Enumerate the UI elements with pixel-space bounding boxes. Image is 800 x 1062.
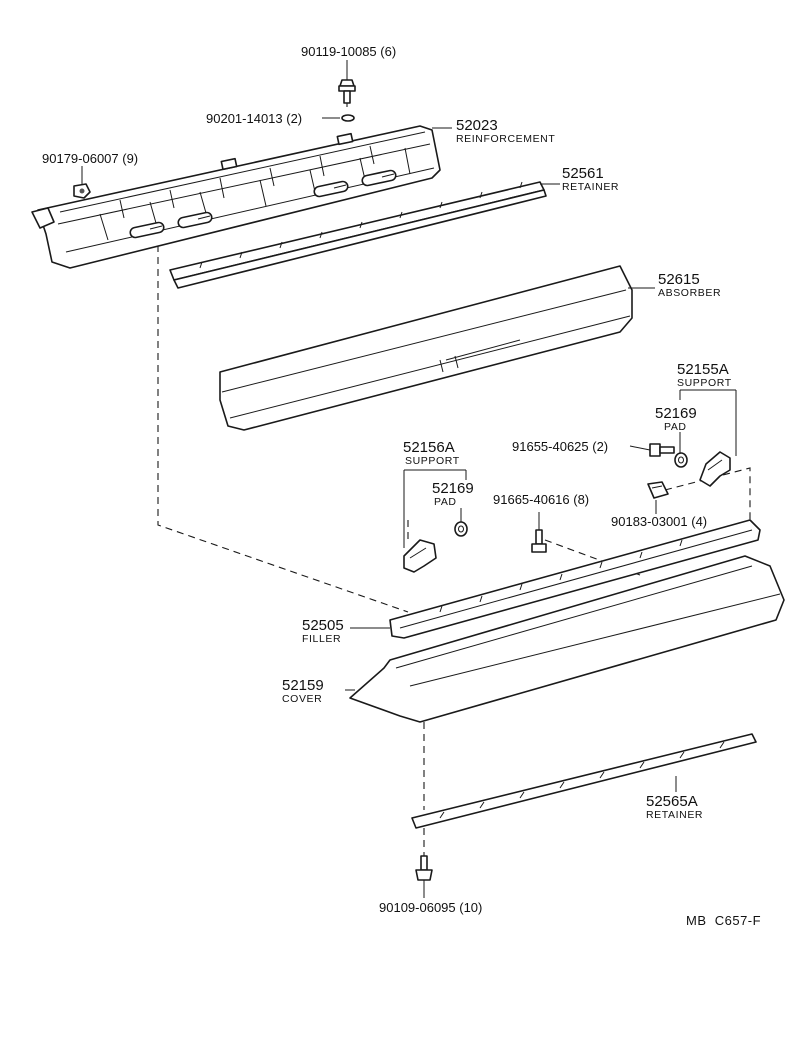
retainer-lower-name: RETAINER	[646, 809, 703, 821]
retainer-upper-number: 52561	[562, 165, 604, 182]
reinforcement-name: REINFORCEMENT	[456, 133, 555, 145]
retainer-upper-name: RETAINER	[562, 181, 619, 193]
filler-name: FILLER	[302, 633, 341, 645]
clip-right-part	[647, 481, 669, 499]
pad-left-number: 52169	[432, 480, 474, 497]
nut-left-number: 90179-06007 (9)	[42, 151, 138, 166]
absorber-part	[219, 265, 633, 431]
cover-name: COVER	[282, 693, 322, 705]
bolt-mid-number: 91665-40616 (8)	[493, 492, 589, 507]
assembly-dashed-lines	[157, 100, 751, 858]
retainer-lower-part	[411, 733, 757, 829]
cover-part	[349, 555, 785, 723]
support-right-part	[699, 451, 731, 487]
pad-right-number: 52169	[655, 405, 697, 422]
pad-left-name: PAD	[434, 496, 457, 508]
filler-number: 52505	[302, 617, 344, 634]
washer-top-number: 90201-14013 (2)	[206, 111, 302, 126]
bolt-bottom-part	[415, 855, 433, 881]
support-left-number: 52156A	[403, 439, 455, 456]
pad-right-part	[674, 452, 688, 468]
bolt-bottom-number: 90109-06095 (10)	[379, 900, 482, 915]
bolt-right-part	[649, 443, 675, 457]
pad-right-name: PAD	[664, 421, 687, 433]
retainer-lower-number: 52565A	[646, 793, 698, 810]
cover-number: 52159	[282, 677, 324, 694]
absorber-number: 52615	[658, 271, 700, 288]
clip-right-number: 90183-03001 (4)	[611, 514, 707, 529]
support-right-number: 52155A	[677, 361, 729, 378]
reinforcement-number: 52023	[456, 117, 498, 134]
bolt-top-number: 90119-10085 (6)	[301, 44, 396, 59]
reinforcement-part	[31, 125, 441, 269]
bolt-mid-part	[531, 529, 547, 553]
callout-labels: 90119-10085 (6) 90201-14013 (2) 52023 RE…	[42, 44, 761, 928]
bolt-top-part	[338, 79, 356, 104]
absorber-name: ABSORBER	[658, 287, 721, 299]
washer-top-part	[341, 114, 355, 122]
support-left-part	[403, 539, 437, 573]
nut-left-part	[73, 183, 91, 199]
leader-lines	[81, 60, 737, 898]
filler-part	[389, 519, 761, 639]
pad-left-part	[454, 521, 468, 537]
support-left-name: SUPPORT	[405, 455, 460, 467]
retainer-upper-part	[169, 181, 547, 289]
support-right-name: SUPPORT	[677, 377, 732, 389]
bolt-right-number: 91655-40625 (2)	[512, 439, 608, 454]
diagram-ref-code: MB C657-F	[686, 913, 761, 928]
